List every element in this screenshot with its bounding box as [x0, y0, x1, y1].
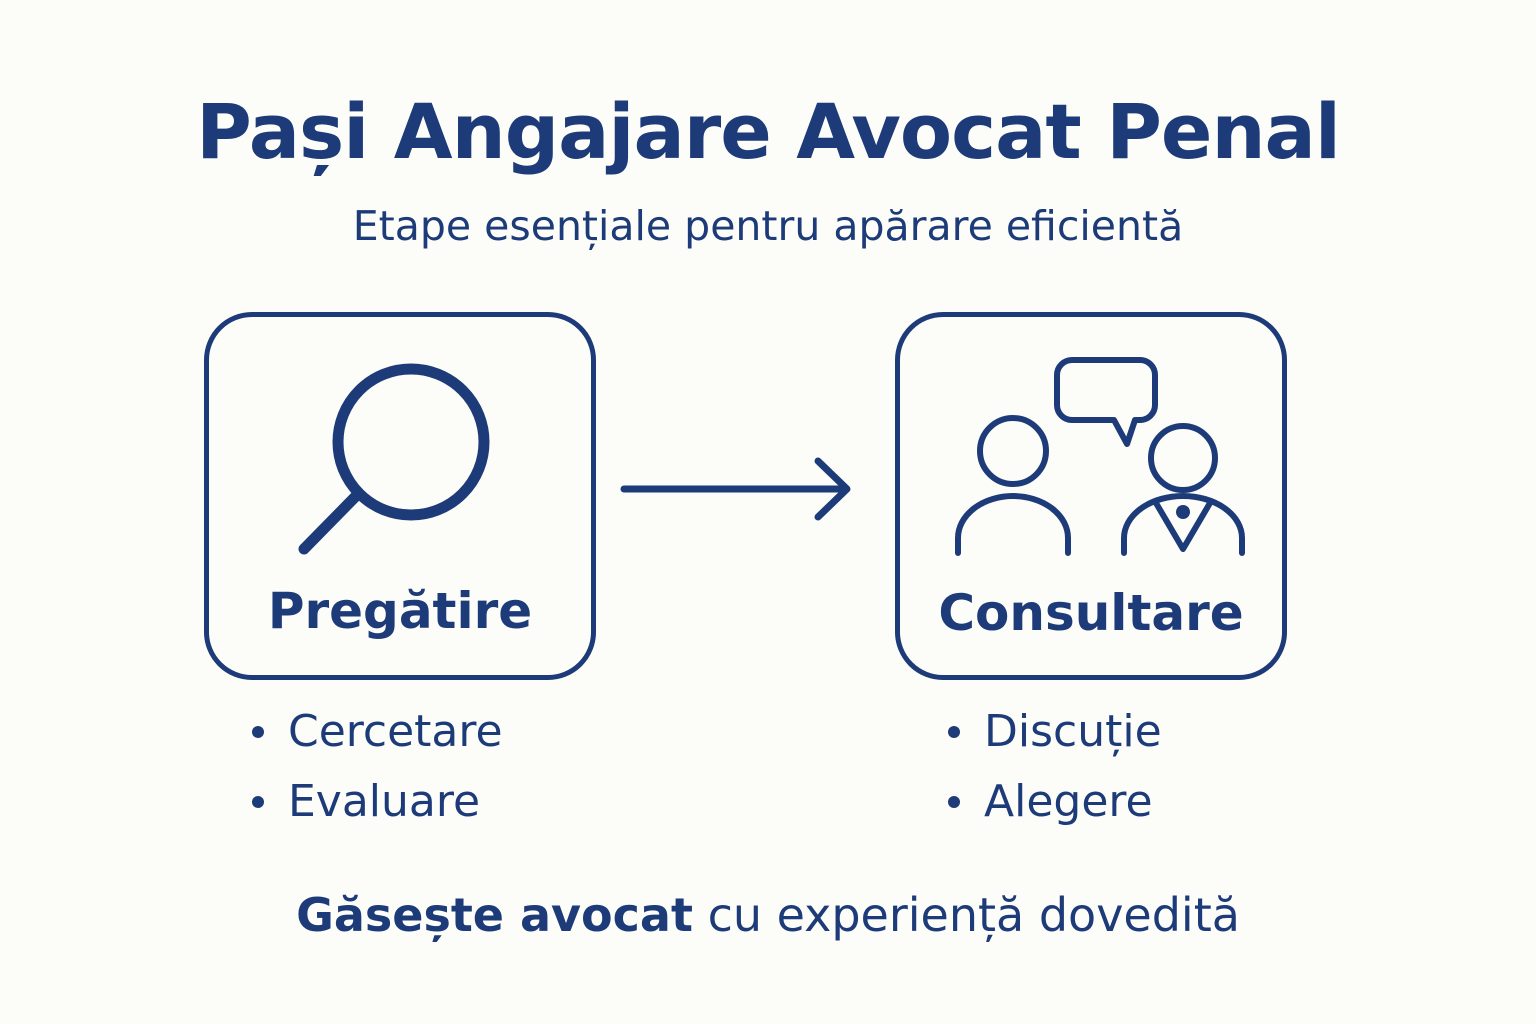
people-conversation-icon	[955, 357, 1245, 556]
step-label-pregatire: Pregătire	[267, 582, 533, 640]
list-item: Cercetare	[252, 697, 503, 767]
list-item: Alegere	[948, 767, 1162, 837]
list-item: Evaluare	[252, 767, 503, 837]
footer-tagline: Găsește avocat cu experiență dovedită	[0, 880, 1536, 950]
bullet-text: Discuție	[984, 706, 1162, 757]
step-box-consultare: Consultare	[895, 312, 1287, 680]
footer-regular-text: cu experiență dovedită	[692, 888, 1240, 942]
bullet-dot	[948, 726, 960, 738]
magnifying-glass-icon	[298, 363, 490, 555]
step-label-consultare: Consultare	[938, 584, 1244, 642]
bullet-dot	[948, 796, 960, 808]
bullet-list-consultare: Discuție Alegere	[948, 697, 1162, 837]
bullet-list-pregatire: Cercetare Evaluare	[252, 697, 503, 837]
diagram-subtitle: Etape esențiale pentru apărare eficientă	[352, 202, 1184, 250]
step-box-pregatire: Pregătire	[204, 312, 596, 680]
arrow-right-icon	[620, 457, 851, 521]
bullet-dot	[252, 796, 264, 808]
diagram-title: Pași Angajare Avocat Penal	[196, 87, 1341, 176]
bullet-text: Evaluare	[288, 776, 481, 827]
bullet-text: Alegere	[984, 776, 1153, 827]
list-item: Discuție	[948, 697, 1162, 767]
bullet-text: Cercetare	[288, 706, 503, 757]
bullet-dot	[252, 726, 264, 738]
footer-bold-text: Găsește avocat	[296, 888, 693, 942]
